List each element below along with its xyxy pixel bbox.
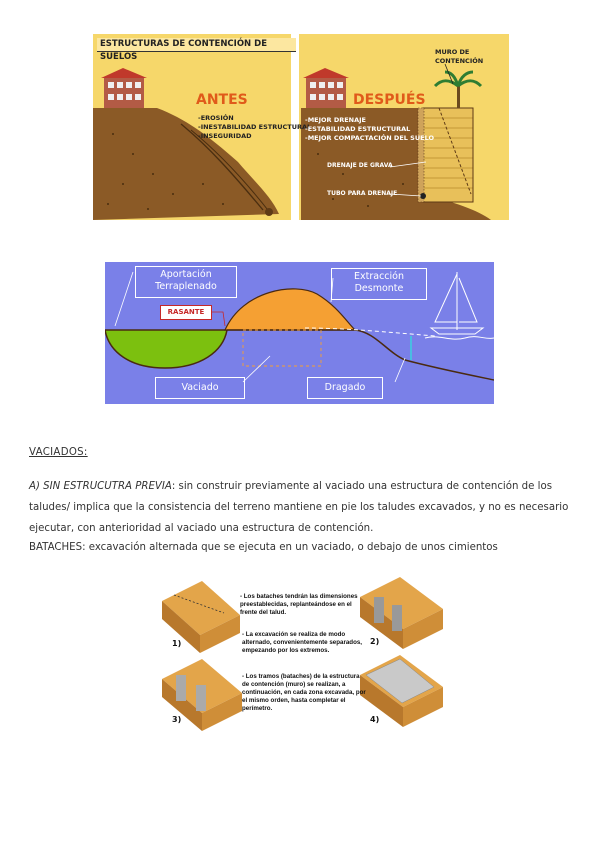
sin-estructura-paragraph: A) SIN ESTRUCUTRA PREVIA: sin construir … xyxy=(29,476,574,539)
bataches-note-3: - Los tramos (bataches) de la estructura… xyxy=(242,673,366,713)
step-number: 4) xyxy=(370,715,379,724)
bataches-note-1: - Los bataches tendrán las dimensiones p… xyxy=(240,593,362,617)
antes-item: -INESTABILIDAD ESTRUCTURAL xyxy=(198,123,311,132)
bataches-note-2: - La excavación se realiza de modo alter… xyxy=(242,631,364,655)
extraccion-label: Extracción Desmonte xyxy=(331,268,427,300)
dragado-label: Dragado xyxy=(307,377,383,399)
despues-item: -MEJOR COMPACTACIÓN DEL SUELO xyxy=(305,134,434,143)
step-number: 3) xyxy=(172,715,181,724)
antes-list: -EROSIÓN -INESTABILIDAD ESTRUCTURAL -INS… xyxy=(198,114,311,141)
tubo-label: TUBO PARA DRENAJE xyxy=(327,190,397,197)
bataches-line: BATACHES: excavación alternada que se ej… xyxy=(29,542,498,553)
step-number: 2) xyxy=(370,637,379,646)
paragraph-lead: A) SIN ESTRUCUTRA PREVIA xyxy=(29,481,172,492)
figure-header: ESTRUCTURAS DE CONTENCIÓN DE SUELOS xyxy=(97,38,296,52)
muro-label: MURO DE CONTENCIÓN xyxy=(435,48,505,66)
despues-item: -MEJOR DRENAJE xyxy=(305,116,434,125)
retaining-structures-figure: ESTRUCTURAS DE CONTENCIÓN DE SUELOS ANTE… xyxy=(93,34,509,220)
palm-tree-icon xyxy=(435,72,481,108)
drenaje-label: DRENAJE DE GRAVA xyxy=(327,162,393,169)
aportacion-label: Aportación Terraplenado xyxy=(135,266,237,298)
despues-title: DESPUÉS xyxy=(353,92,426,108)
bataches-figure: - Los bataches tendrán las dimensiones p… xyxy=(160,575,445,743)
rasante-label: RASANTE xyxy=(160,305,212,320)
house-left-icon xyxy=(101,68,147,108)
despues-item: -ESTABILIDAD ESTRUCTURAL xyxy=(305,125,434,134)
step-number: 1) xyxy=(172,639,181,648)
despues-list: -MEJOR DRENAJE -ESTABILIDAD ESTRUCTURAL … xyxy=(305,116,434,143)
vaciado-label: Vaciado xyxy=(155,377,245,399)
vaciados-heading: VACIADOS: xyxy=(29,447,88,458)
house-right-icon xyxy=(303,68,349,108)
sailboat-icon xyxy=(425,272,494,339)
earthworks-figure: Aportación Terraplenado Extracción Desmo… xyxy=(105,262,494,404)
antes-item: -EROSIÓN xyxy=(198,114,311,123)
antes-item: -INSEGURIDAD xyxy=(198,132,311,141)
antes-title: ANTES xyxy=(196,92,248,108)
